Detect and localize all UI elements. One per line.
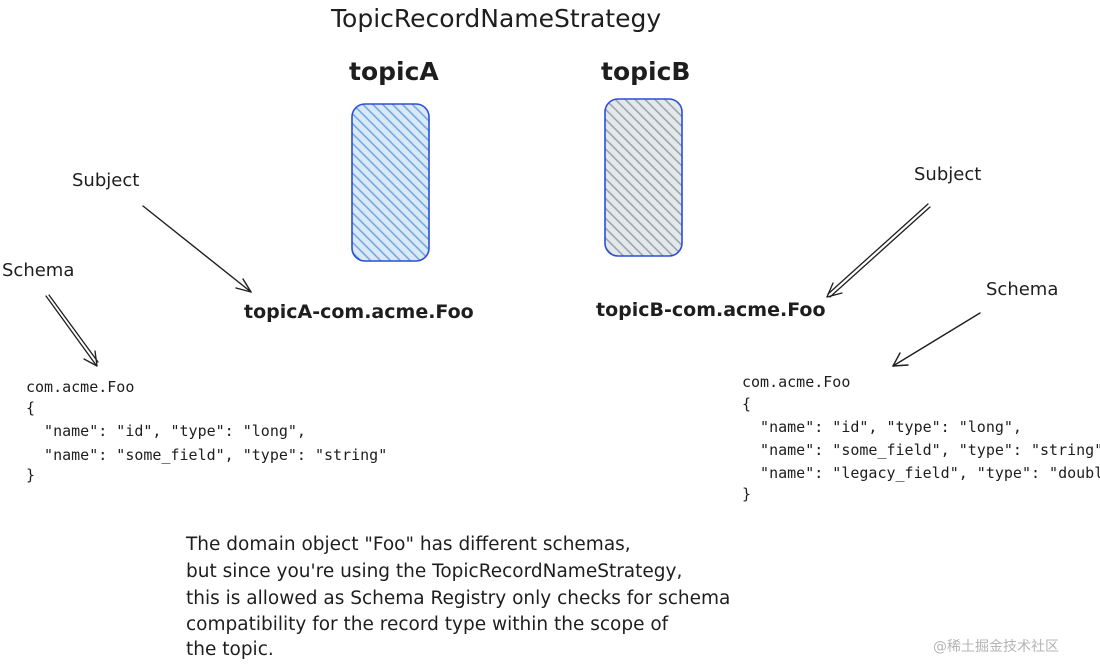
subject-name-left: topicA-com.acme.Foo: [244, 301, 474, 323]
schema-right-line: "name": "legacy_field", "type": "double": [742, 464, 1100, 482]
note-line: compatibility for the record type within…: [186, 614, 669, 635]
note-line: but since you're using the TopicRecordNa…: [186, 561, 683, 582]
schema-right-line: }: [742, 485, 752, 503]
schema-left-line: {: [26, 399, 36, 417]
note-line: the topic.: [186, 639, 274, 660]
schema-right-line: {: [742, 395, 752, 413]
schema-left-arrow: [45, 294, 99, 367]
schema-left-line: "name": "id", "type": "long",: [26, 422, 306, 440]
subject-right-label: Subject: [914, 164, 982, 185]
watermark: @稀土掘金技术社区: [933, 639, 1059, 655]
schema-left-line: com.acme.Foo: [26, 378, 135, 396]
schema-right-arrow: [892, 312, 981, 367]
note-line: this is allowed as Schema Registry only …: [186, 588, 731, 609]
schema-left-line: }: [26, 466, 36, 484]
schema-left-line: "name": "some_field", "type": "string": [26, 446, 388, 464]
subject-right-arrow: [826, 203, 931, 298]
topic-a-box: [351, 103, 430, 262]
schema-right-line: "name": "id", "type": "long",: [742, 418, 1022, 436]
schema-right-line: "name": "some_field", "type": "string",: [742, 441, 1100, 459]
note-line: The domain object "Foo" has different sc…: [186, 534, 631, 555]
subject-left-label: Subject: [72, 170, 140, 191]
topic-b-box: [604, 98, 683, 257]
subject-name-right: topicB-com.acme.Foo: [596, 299, 826, 321]
diagram-title: TopicRecordNameStrategy: [331, 4, 662, 33]
schema-left-label: Schema: [2, 260, 75, 281]
topic-a-label: topicA: [349, 57, 439, 86]
schema-right-line: com.acme.Foo: [742, 373, 851, 391]
subject-left-arrow: [142, 205, 252, 293]
topic-b-label: topicB: [601, 57, 691, 86]
schema-right-label: Schema: [986, 279, 1059, 300]
